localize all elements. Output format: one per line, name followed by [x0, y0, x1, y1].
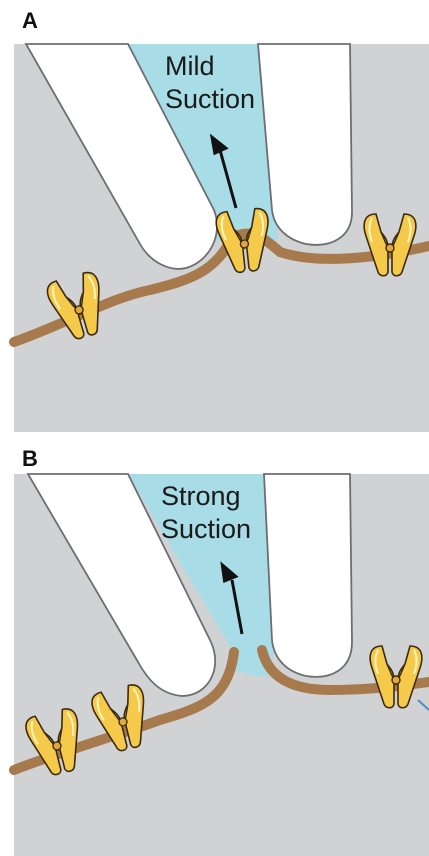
- pipette-wall-right-b: [264, 474, 352, 677]
- suction-line1-a: Mild: [165, 50, 255, 83]
- suction-line2-a: Suction: [165, 83, 255, 116]
- suction-line1-b: Strong: [161, 480, 251, 513]
- suction-label-b: Strong Suction: [161, 480, 251, 546]
- suction-line2-b: Suction: [161, 513, 251, 546]
- panel-label-b: B: [22, 446, 38, 472]
- suction-label-a: Mild Suction: [165, 50, 255, 116]
- panel-label-a: A: [22, 8, 38, 34]
- pipette-wall-right-a: [258, 44, 352, 245]
